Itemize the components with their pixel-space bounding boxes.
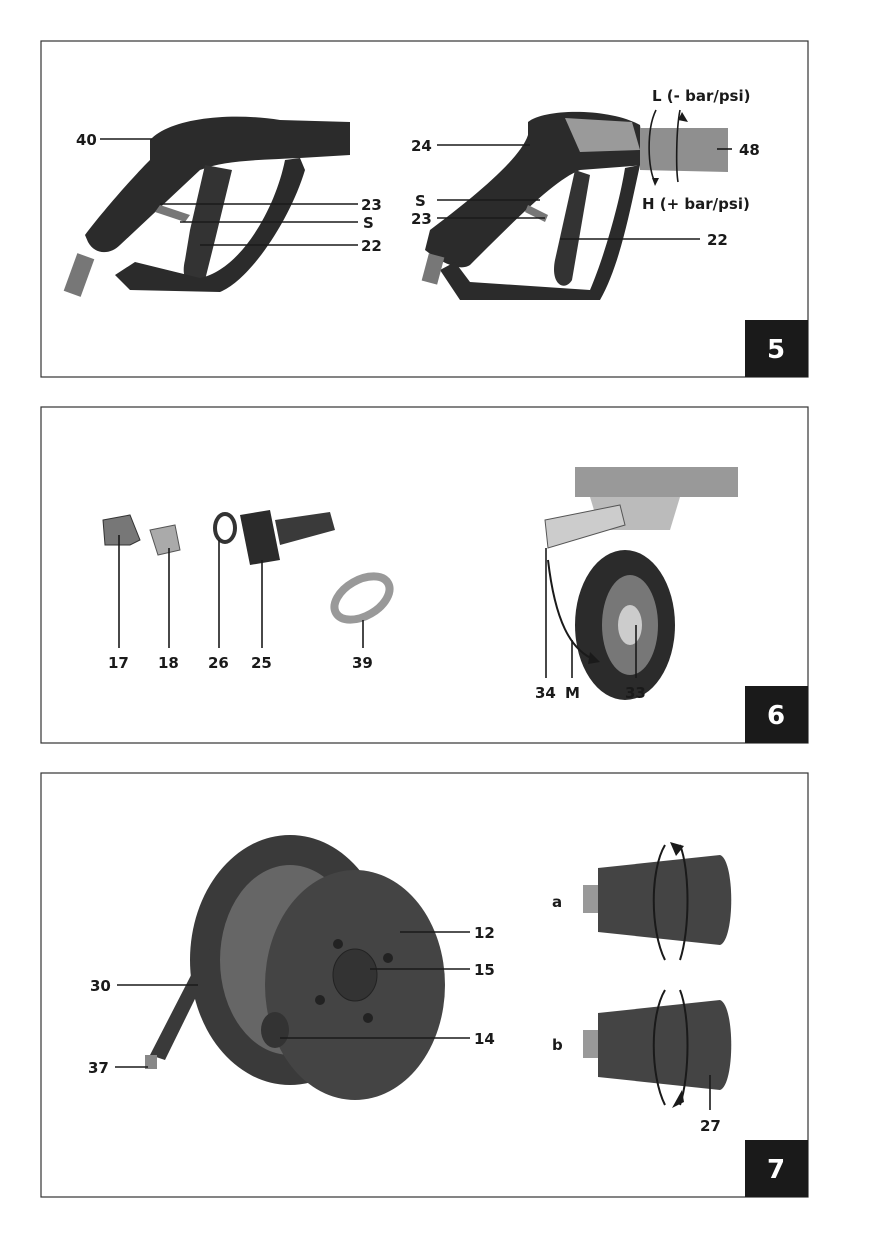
label-40: 40 xyxy=(76,131,97,149)
figure-number: 5 xyxy=(767,335,785,365)
label-27: 27 xyxy=(700,1117,721,1135)
hose-reel-illustration xyxy=(145,835,445,1100)
label-a: a xyxy=(552,893,562,911)
label-39: 39 xyxy=(352,654,373,672)
label-24: 24 xyxy=(411,137,432,155)
panel-frame xyxy=(40,406,809,744)
label-b: b xyxy=(552,1036,563,1054)
figure-6-panel: 17 18 26 25 39 34 M 33 6 xyxy=(40,406,809,744)
label-30: 30 xyxy=(90,977,111,995)
label-15: 15 xyxy=(474,961,495,979)
label-s: S xyxy=(363,214,374,232)
figure-number-box xyxy=(745,320,808,377)
label-12: 12 xyxy=(474,924,495,942)
label-26: 26 xyxy=(208,654,229,672)
figure-number-box xyxy=(745,1140,808,1197)
figure-5-panel: 40 23 S 22 24 L (- bar/psi) 48 H (+ bar/… xyxy=(40,40,809,378)
figure-7-panel: 12 15 14 30 37 a b 27 7 xyxy=(40,772,809,1198)
label-17: 17 xyxy=(108,654,129,672)
label-34: 34 xyxy=(535,684,556,702)
label-14: 14 xyxy=(474,1030,495,1048)
label-18: 18 xyxy=(158,654,179,672)
label-25: 25 xyxy=(251,654,272,672)
label-23: 23 xyxy=(361,196,382,214)
castor-wheel-illustration xyxy=(544,467,738,700)
figure-number-box xyxy=(745,686,808,743)
spray-gun-left-illustration xyxy=(63,116,350,297)
panel-frame xyxy=(40,40,809,378)
label-s-right: S xyxy=(415,192,426,210)
label-33: 33 xyxy=(625,684,646,702)
label-48: 48 xyxy=(739,141,760,159)
label-22: 22 xyxy=(361,237,382,255)
hose-connector-parts-illustration xyxy=(102,510,394,624)
nozzle-b-illustration xyxy=(583,989,732,1108)
label-h-pressure: H (+ bar/psi) xyxy=(642,195,750,213)
figure-number: 6 xyxy=(767,701,785,731)
label-23-right: 23 xyxy=(411,210,432,228)
label-37: 37 xyxy=(88,1059,109,1077)
nozzle-a-illustration xyxy=(583,842,732,961)
spray-gun-right-illustration xyxy=(421,109,728,300)
label-22-right: 22 xyxy=(707,231,728,249)
figure-number: 7 xyxy=(767,1155,785,1185)
label-m: M xyxy=(565,684,580,702)
label-l-pressure: L (- bar/psi) xyxy=(652,87,750,105)
panel-frame xyxy=(40,772,809,1198)
